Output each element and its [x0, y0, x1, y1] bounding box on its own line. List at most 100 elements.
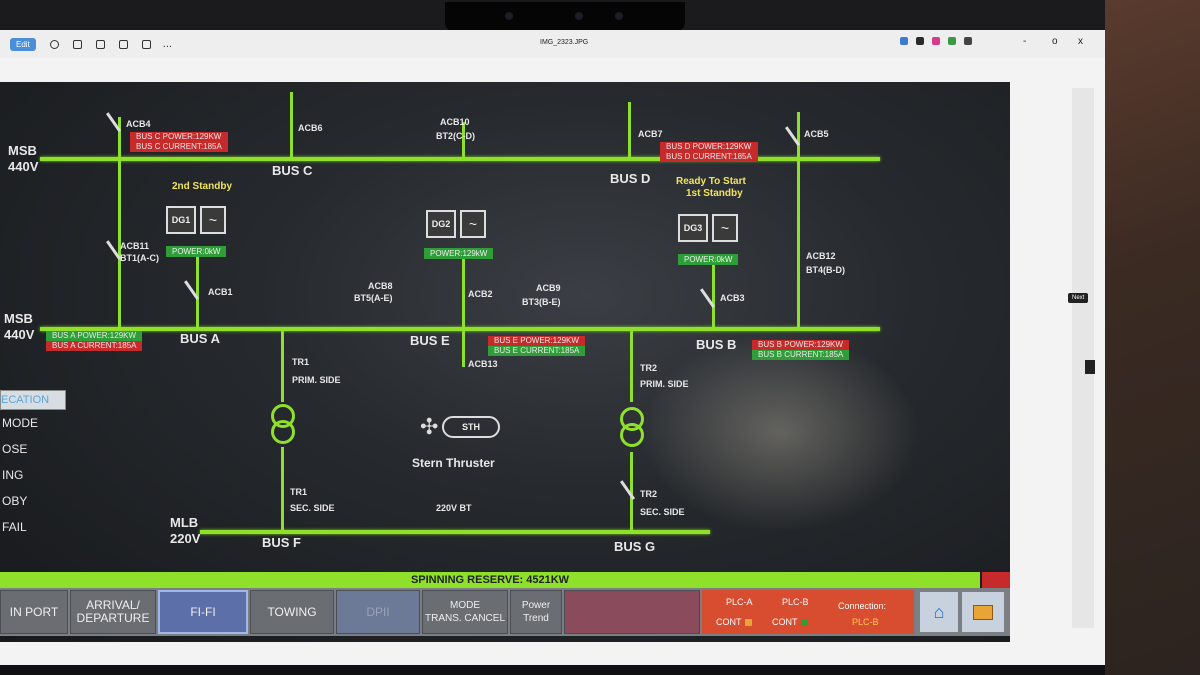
- next-arrow-icon[interactable]: [1085, 360, 1095, 374]
- dg3-generator[interactable]: DG3 ~: [678, 208, 740, 244]
- sth-label: STH: [442, 416, 500, 438]
- close-button[interactable]: x: [1078, 36, 1083, 47]
- msb-top-label: MSB: [8, 143, 37, 158]
- bus-d-current: BUS D CURRENT:185A: [660, 152, 758, 162]
- feeder-line: [196, 252, 199, 327]
- edit-button[interactable]: Edit: [10, 37, 36, 51]
- favorite-icon[interactable]: [95, 39, 105, 49]
- tr1-sec-label: TR1: [290, 487, 308, 497]
- rotate-icon[interactable]: [49, 39, 59, 49]
- side-menu-header[interactable]: ECATION: [0, 390, 66, 410]
- tr1-prim-sub: PRIM. SIDE: [292, 375, 341, 385]
- bus-c-label: BUS C: [272, 163, 313, 178]
- acb2-label: ACB2: [468, 289, 493, 299]
- plc-a-label: PLC-A: [726, 597, 753, 607]
- delete-icon[interactable]: [72, 39, 82, 49]
- acb6-label: ACB6: [298, 123, 323, 133]
- bt-voltage: 220V BT: [436, 503, 472, 513]
- bus-b-current: BUS B CURRENT:185A: [752, 350, 850, 360]
- dg3-power: POWER:0kW: [678, 254, 739, 265]
- tr2-transformer-icon[interactable]: [620, 407, 644, 451]
- arrival-departure-button[interactable]: ARRIVAL/ DEPARTURE: [70, 590, 156, 634]
- acb10-sub: BT2(C-D): [436, 131, 475, 141]
- power-trend-button[interactable]: Power Trend: [510, 590, 562, 634]
- acb12-label: ACB12: [806, 251, 836, 261]
- acb11-label: ACB11: [120, 241, 150, 251]
- in-port-label: IN PORT: [9, 604, 59, 619]
- dg1-generator[interactable]: DG1 ~: [166, 200, 228, 236]
- acb8-label: ACB8: [368, 281, 393, 291]
- app-icon[interactable]: [900, 37, 908, 45]
- bus-c-power: BUS C POWER:129KW: [130, 132, 228, 142]
- acb12-sub: BT4(B-D): [806, 265, 845, 275]
- ac-generator-icon: ~: [200, 206, 226, 234]
- more-options-button[interactable]: ...: [162, 38, 172, 50]
- home-button[interactable]: ⌂: [920, 592, 958, 632]
- home-icon: ⌂: [933, 602, 945, 622]
- towing-button[interactable]: TOWING: [250, 590, 334, 634]
- stern-thruster-name: Stern Thruster: [412, 456, 495, 470]
- in-port-button[interactable]: IN PORT: [0, 590, 68, 634]
- feeder-line: [281, 327, 284, 402]
- bus-c-current: BUS C CURRENT:185A: [130, 142, 228, 152]
- msb-bottom-bus: [40, 327, 880, 331]
- dg3-status-2: 1st Standby: [686, 188, 743, 199]
- warning-icon: [973, 604, 993, 620]
- bus-a-current: BUS A CURRENT:185A: [46, 341, 143, 351]
- mlb-voltage: 220V: [170, 531, 201, 546]
- app-icon[interactable]: [964, 37, 972, 45]
- fifi-button[interactable]: FI-FI: [158, 590, 248, 634]
- feeder-line: [628, 102, 631, 157]
- side-menu-item[interactable]: FAIL: [2, 520, 27, 534]
- trans-cancel-label: TRANS. CANCEL: [424, 613, 505, 624]
- bus-f-label: BUS F: [262, 535, 301, 550]
- plc-b-cont: CONT: [772, 618, 808, 627]
- background-scene: [1105, 0, 1200, 675]
- minimize-button[interactable]: -: [1023, 36, 1027, 47]
- bus-a-power: BUS A POWER:129KW: [46, 331, 143, 341]
- dg2-generator[interactable]: DG2 ~: [426, 204, 488, 240]
- power-label: Power: [521, 600, 551, 611]
- acb10-label: ACB10: [440, 117, 470, 127]
- restore-button[interactable]: o: [1052, 36, 1058, 47]
- blank-button[interactable]: [564, 590, 700, 634]
- acb8-sub: BT5(A-E): [354, 293, 393, 303]
- next-button[interactable]: Next: [1068, 293, 1089, 303]
- webcam-notch: [445, 2, 685, 32]
- side-menu-item[interactable]: OSE: [2, 442, 28, 456]
- bus-g-label: BUS G: [614, 539, 656, 554]
- acb5-label: ACB5: [804, 129, 829, 139]
- plc-status-panel: PLC-A PLC-B CONT CONT Connection: PLC-B: [702, 590, 914, 634]
- dg2-label: DG2: [426, 210, 456, 238]
- app-icon[interactable]: [948, 37, 956, 45]
- departure-label: DEPARTURE: [76, 611, 150, 625]
- stern-thruster[interactable]: ✣ STH: [420, 412, 510, 442]
- slideshow-icon[interactable]: [141, 39, 151, 49]
- side-menu-item[interactable]: OBY: [2, 494, 28, 508]
- propeller-icon: ✣: [420, 414, 439, 439]
- dg1-power: POWER:0kW: [166, 246, 227, 257]
- plc-b-cont-label: CONT: [772, 617, 798, 627]
- dpii-button[interactable]: DPII: [336, 590, 420, 634]
- mlb-bus: [200, 530, 710, 534]
- mode-trans-cancel-button[interactable]: MODE TRANS. CANCEL: [422, 590, 508, 634]
- ac-generator-icon: ~: [460, 210, 486, 238]
- bus-a-label: BUS A: [180, 331, 220, 346]
- acb9-sub: BT3(B-E): [522, 297, 561, 307]
- tr2-prim-sub: PRIM. SIDE: [640, 379, 689, 389]
- tr1-transformer-icon[interactable]: [271, 404, 295, 448]
- dg2-power: POWER:129kW: [424, 248, 494, 259]
- app-icon[interactable]: [916, 37, 924, 45]
- connection-value: PLC-B: [852, 617, 879, 627]
- side-menu-item[interactable]: ING: [2, 468, 24, 482]
- alarm-button[interactable]: [962, 592, 1004, 632]
- dpii-label: DPII: [366, 604, 390, 619]
- bus-e-info: BUS E POWER:129KW BUS E CURRENT:185A: [488, 336, 586, 356]
- mode-button-row: IN PORT ARRIVAL/ DEPARTURE FI-FI TOWING …: [0, 588, 1010, 636]
- share-icon[interactable]: [118, 39, 128, 49]
- app-icon[interactable]: [932, 37, 940, 45]
- plc-a-status-indicator: [744, 619, 752, 627]
- side-menu-item[interactable]: MODE: [2, 416, 38, 430]
- bus-c-info: BUS C POWER:129KW BUS C CURRENT:185A: [130, 132, 228, 152]
- spinning-reserve-bar: SPINNING RESERVE: 4521KW: [0, 572, 980, 588]
